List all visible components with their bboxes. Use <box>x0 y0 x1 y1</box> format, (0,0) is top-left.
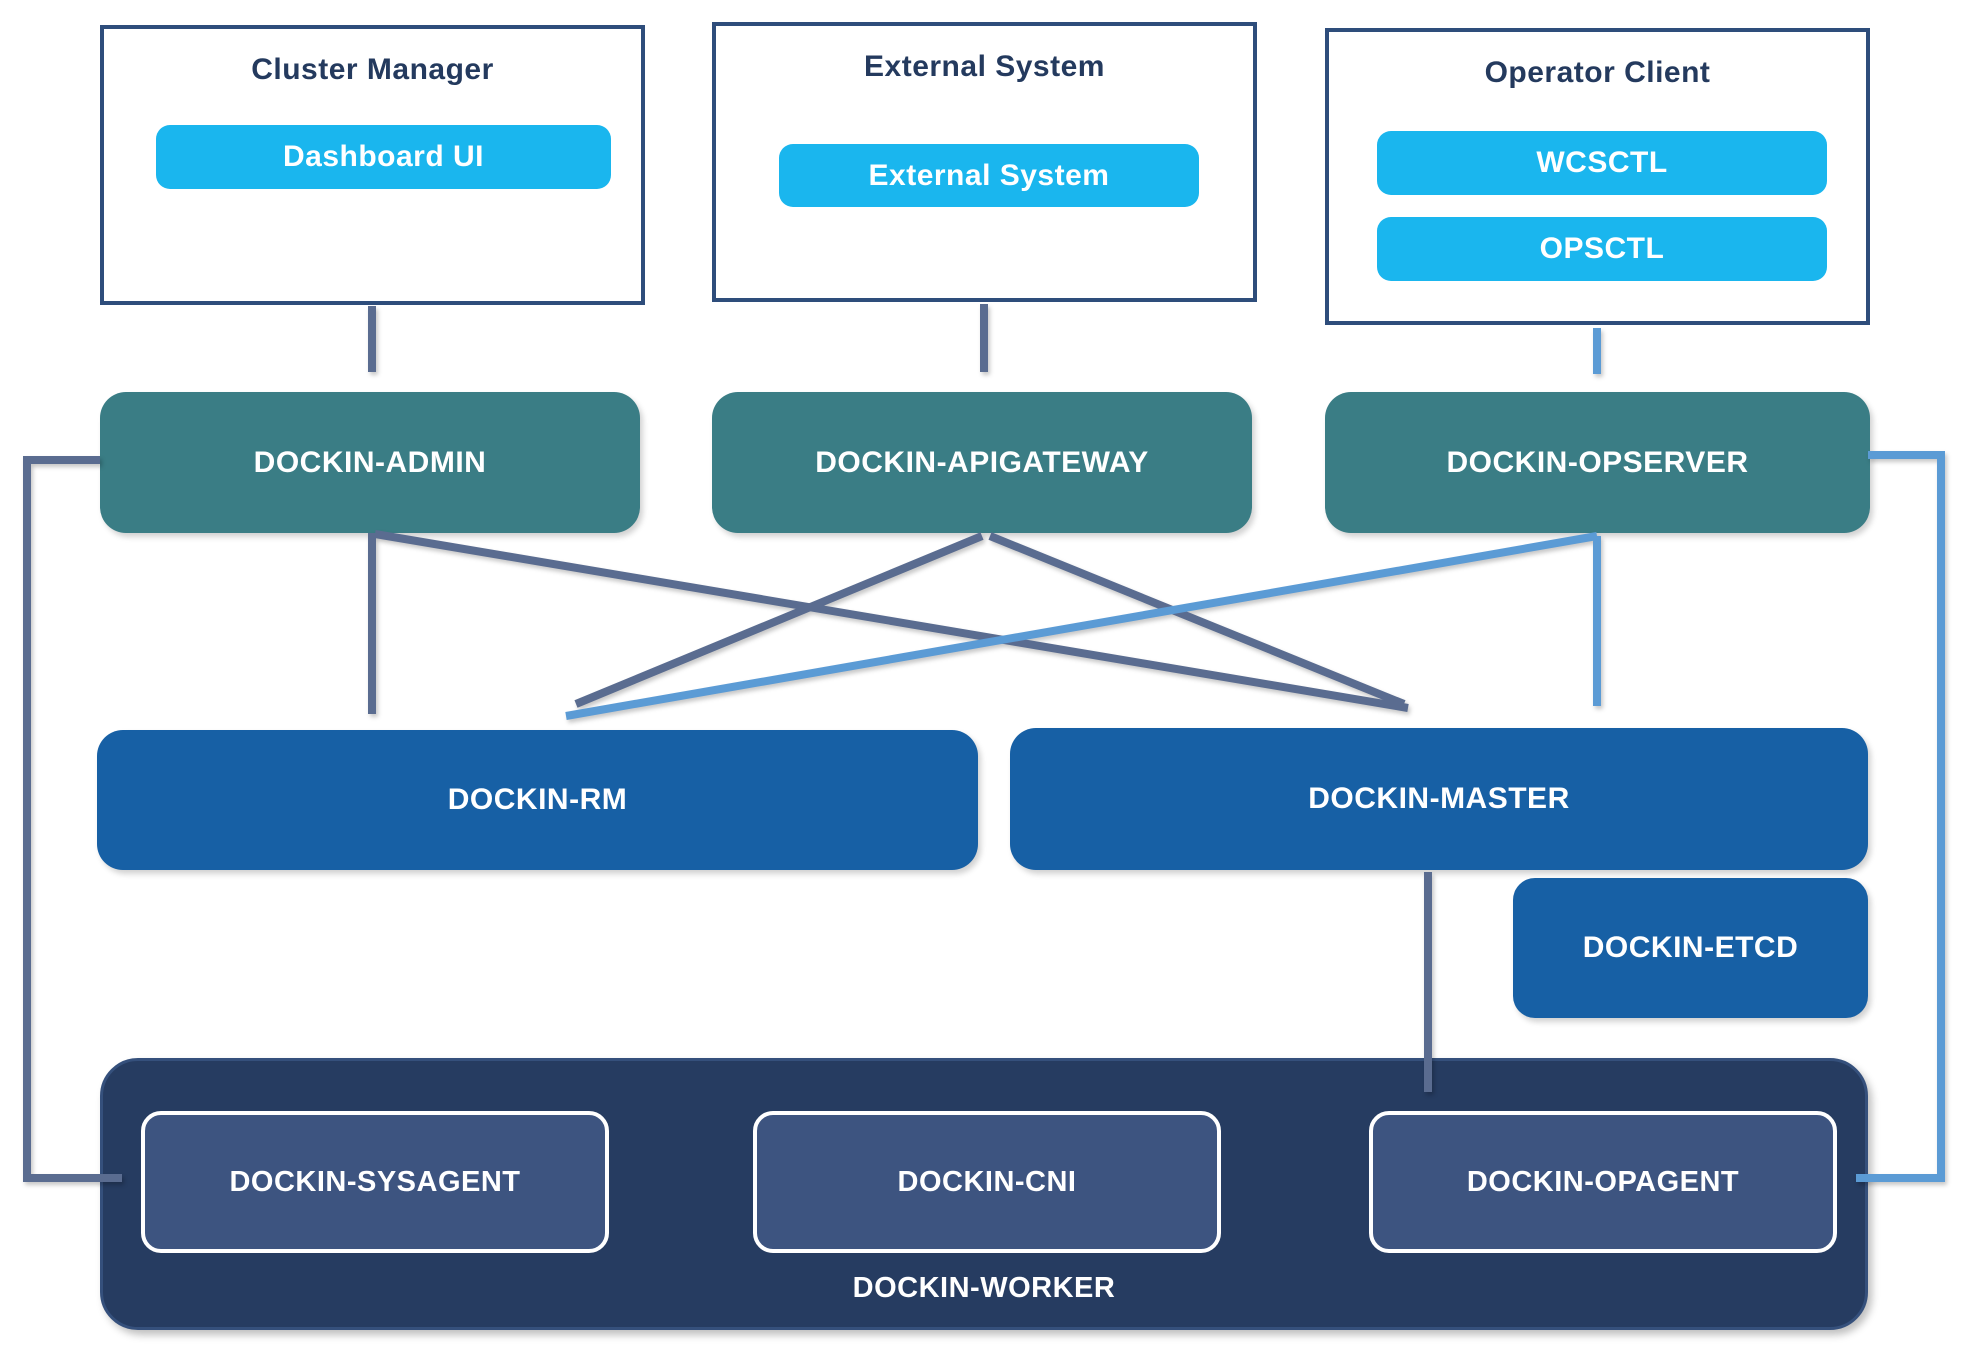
arrow-opserver-to-rm <box>565 532 1598 720</box>
dashboard-ui-node: Dashboard UI <box>156 125 611 189</box>
dockin-admin-node: DOCKIN-ADMIN <box>100 392 640 533</box>
dockin-etcd-node: DOCKIN-ETCD <box>1513 878 1868 1018</box>
external-system-title: External System <box>864 50 1105 83</box>
dockin-sysagent-node: DOCKIN-SYSAGENT <box>141 1111 609 1253</box>
cluster-manager-box: Cluster Manager Dashboard UI <box>100 25 645 305</box>
arrow-apigateway-to-master <box>988 532 1406 708</box>
arrow-opserver-to-opagent <box>1856 451 1945 1182</box>
wcsctl-node: WCSCTL <box>1377 131 1827 195</box>
operator-client-title: Operator Client <box>1484 56 1711 89</box>
arrow-apigateway-to-rm <box>574 532 984 708</box>
dockin-worker-box: DOCKIN-SYSAGENT DOCKIN-CNI DOCKIN-OPAGEN… <box>100 1058 1868 1330</box>
dockin-worker-label: DOCKIN-WORKER <box>852 1272 1116 1304</box>
operator-client-box: Operator Client WCSCTL OPSCTL <box>1325 28 1870 325</box>
arrow-admin-to-master <box>374 530 1409 712</box>
opsctl-node: OPSCTL <box>1377 217 1827 281</box>
dockin-opagent-node: DOCKIN-OPAGENT <box>1369 1111 1837 1253</box>
dockin-cni-node: DOCKIN-CNI <box>753 1111 1221 1253</box>
dockin-apigateway-node: DOCKIN-APIGATEWAY <box>712 392 1252 533</box>
dockin-opserver-node: DOCKIN-OPSERVER <box>1325 392 1870 533</box>
dockin-rm-node: DOCKIN-RM <box>97 730 978 870</box>
external-system-box: External System External System <box>712 22 1257 302</box>
cluster-manager-title: Cluster Manager <box>251 53 494 86</box>
external-system-node: External System <box>779 144 1199 207</box>
dockin-master-node: DOCKIN-MASTER <box>1010 728 1868 870</box>
